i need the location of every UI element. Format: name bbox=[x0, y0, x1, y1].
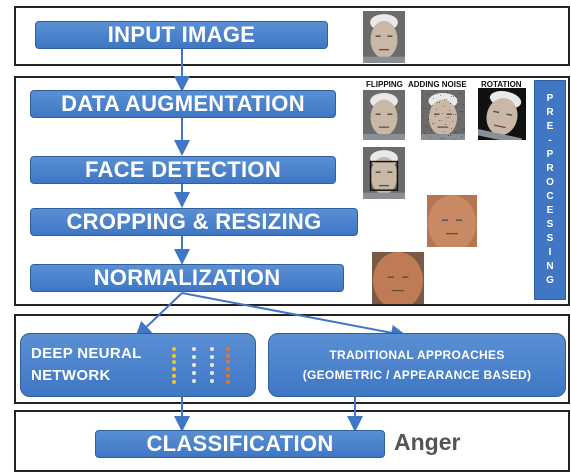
neuron-dot bbox=[192, 355, 196, 359]
dnn-line1: DEEP NEURAL bbox=[31, 345, 142, 362]
neuron-dot bbox=[172, 367, 176, 371]
preprocessing-letter: N bbox=[546, 261, 554, 272]
neuron-dot bbox=[210, 355, 214, 359]
preprocessing-letter: - bbox=[548, 135, 552, 146]
neuron-dot bbox=[226, 353, 230, 358]
noisy-face-image bbox=[421, 90, 465, 140]
classification-box: CLASSIFICATION bbox=[95, 430, 385, 458]
flipping-label: FLIPPING bbox=[366, 80, 403, 89]
neuron-dot bbox=[226, 367, 230, 371]
preprocessing-letter: S bbox=[546, 219, 554, 230]
input-face-image bbox=[363, 11, 405, 63]
trad-line1: TRADITIONAL APPROACHES bbox=[329, 348, 505, 362]
neuron-dot bbox=[192, 347, 196, 351]
trad-line2: (GEOMETRIC / APPEARANCE BASED) bbox=[302, 368, 532, 382]
neuron-dot bbox=[192, 371, 196, 375]
preprocessing-letter: O bbox=[546, 177, 554, 188]
preprocessing-letter: R bbox=[546, 163, 554, 174]
neuron-dot bbox=[172, 373, 176, 378]
detected-face-image bbox=[363, 147, 405, 199]
neuron-dot bbox=[210, 379, 214, 383]
neuron-dot bbox=[172, 380, 176, 385]
normalization-box: NORMALIZATION bbox=[30, 264, 344, 292]
face-detection-label: FACE DETECTION bbox=[84, 157, 282, 182]
rotated-face-image bbox=[478, 88, 526, 140]
data-augmentation-box: DATA AUGMENTATION bbox=[30, 90, 336, 118]
preprocessing-letter: I bbox=[548, 247, 552, 258]
preprocessing-letter: E bbox=[546, 205, 554, 216]
cropping-resizing-label: CROPPING & RESIZING bbox=[66, 209, 322, 234]
neuron-dot bbox=[226, 380, 230, 385]
normalized-face-image bbox=[372, 252, 424, 304]
neuron-dot bbox=[210, 371, 214, 375]
input-image-label: INPUT IMAGE bbox=[107, 22, 256, 47]
preprocessing-letter: G bbox=[546, 275, 554, 286]
neuron-dot bbox=[210, 363, 214, 367]
result-label: Anger bbox=[394, 429, 461, 455]
neuron-dot bbox=[226, 360, 230, 365]
neuron-dot bbox=[210, 347, 214, 351]
neuron-dot bbox=[226, 347, 230, 351]
input-image-box: INPUT IMAGE bbox=[35, 21, 328, 49]
classification-label: CLASSIFICATION bbox=[146, 431, 334, 456]
cropped-face-image bbox=[427, 195, 477, 247]
data-augmentation-label: DATA AUGMENTATION bbox=[61, 91, 305, 116]
dnn-line2: NETWORK bbox=[31, 367, 111, 384]
preprocessing-letter: P bbox=[546, 93, 554, 104]
neuron-dot bbox=[192, 363, 196, 367]
neuron-dot bbox=[172, 347, 176, 351]
rotation-label: ROTATION bbox=[481, 80, 522, 89]
adding-noise-label: ADDING NOISE bbox=[408, 80, 467, 89]
preprocessing-letter: P bbox=[546, 149, 554, 160]
preprocessing-letter: S bbox=[546, 233, 554, 244]
traditional-approaches-box: TRADITIONAL APPROACHES (GEOMETRIC / APPE… bbox=[268, 333, 566, 397]
neuron-dot bbox=[192, 379, 196, 383]
normalization-label: NORMALIZATION bbox=[93, 265, 281, 290]
flipped-face-image bbox=[363, 90, 405, 140]
preprocessing-letter: C bbox=[546, 191, 554, 202]
neural-network-icon bbox=[170, 345, 240, 389]
deep-neural-network-box: DEEP NEURAL NETWORK bbox=[20, 333, 256, 397]
cropping-resizing-box: CROPPING & RESIZING bbox=[30, 208, 358, 236]
neuron-dot bbox=[226, 373, 230, 378]
preprocessing-letter: R bbox=[546, 107, 554, 118]
neuron-dot bbox=[172, 353, 176, 358]
neuron-dot bbox=[172, 360, 176, 365]
preprocessing-letter: E bbox=[546, 121, 554, 132]
face-detection-box: FACE DETECTION bbox=[30, 156, 336, 184]
